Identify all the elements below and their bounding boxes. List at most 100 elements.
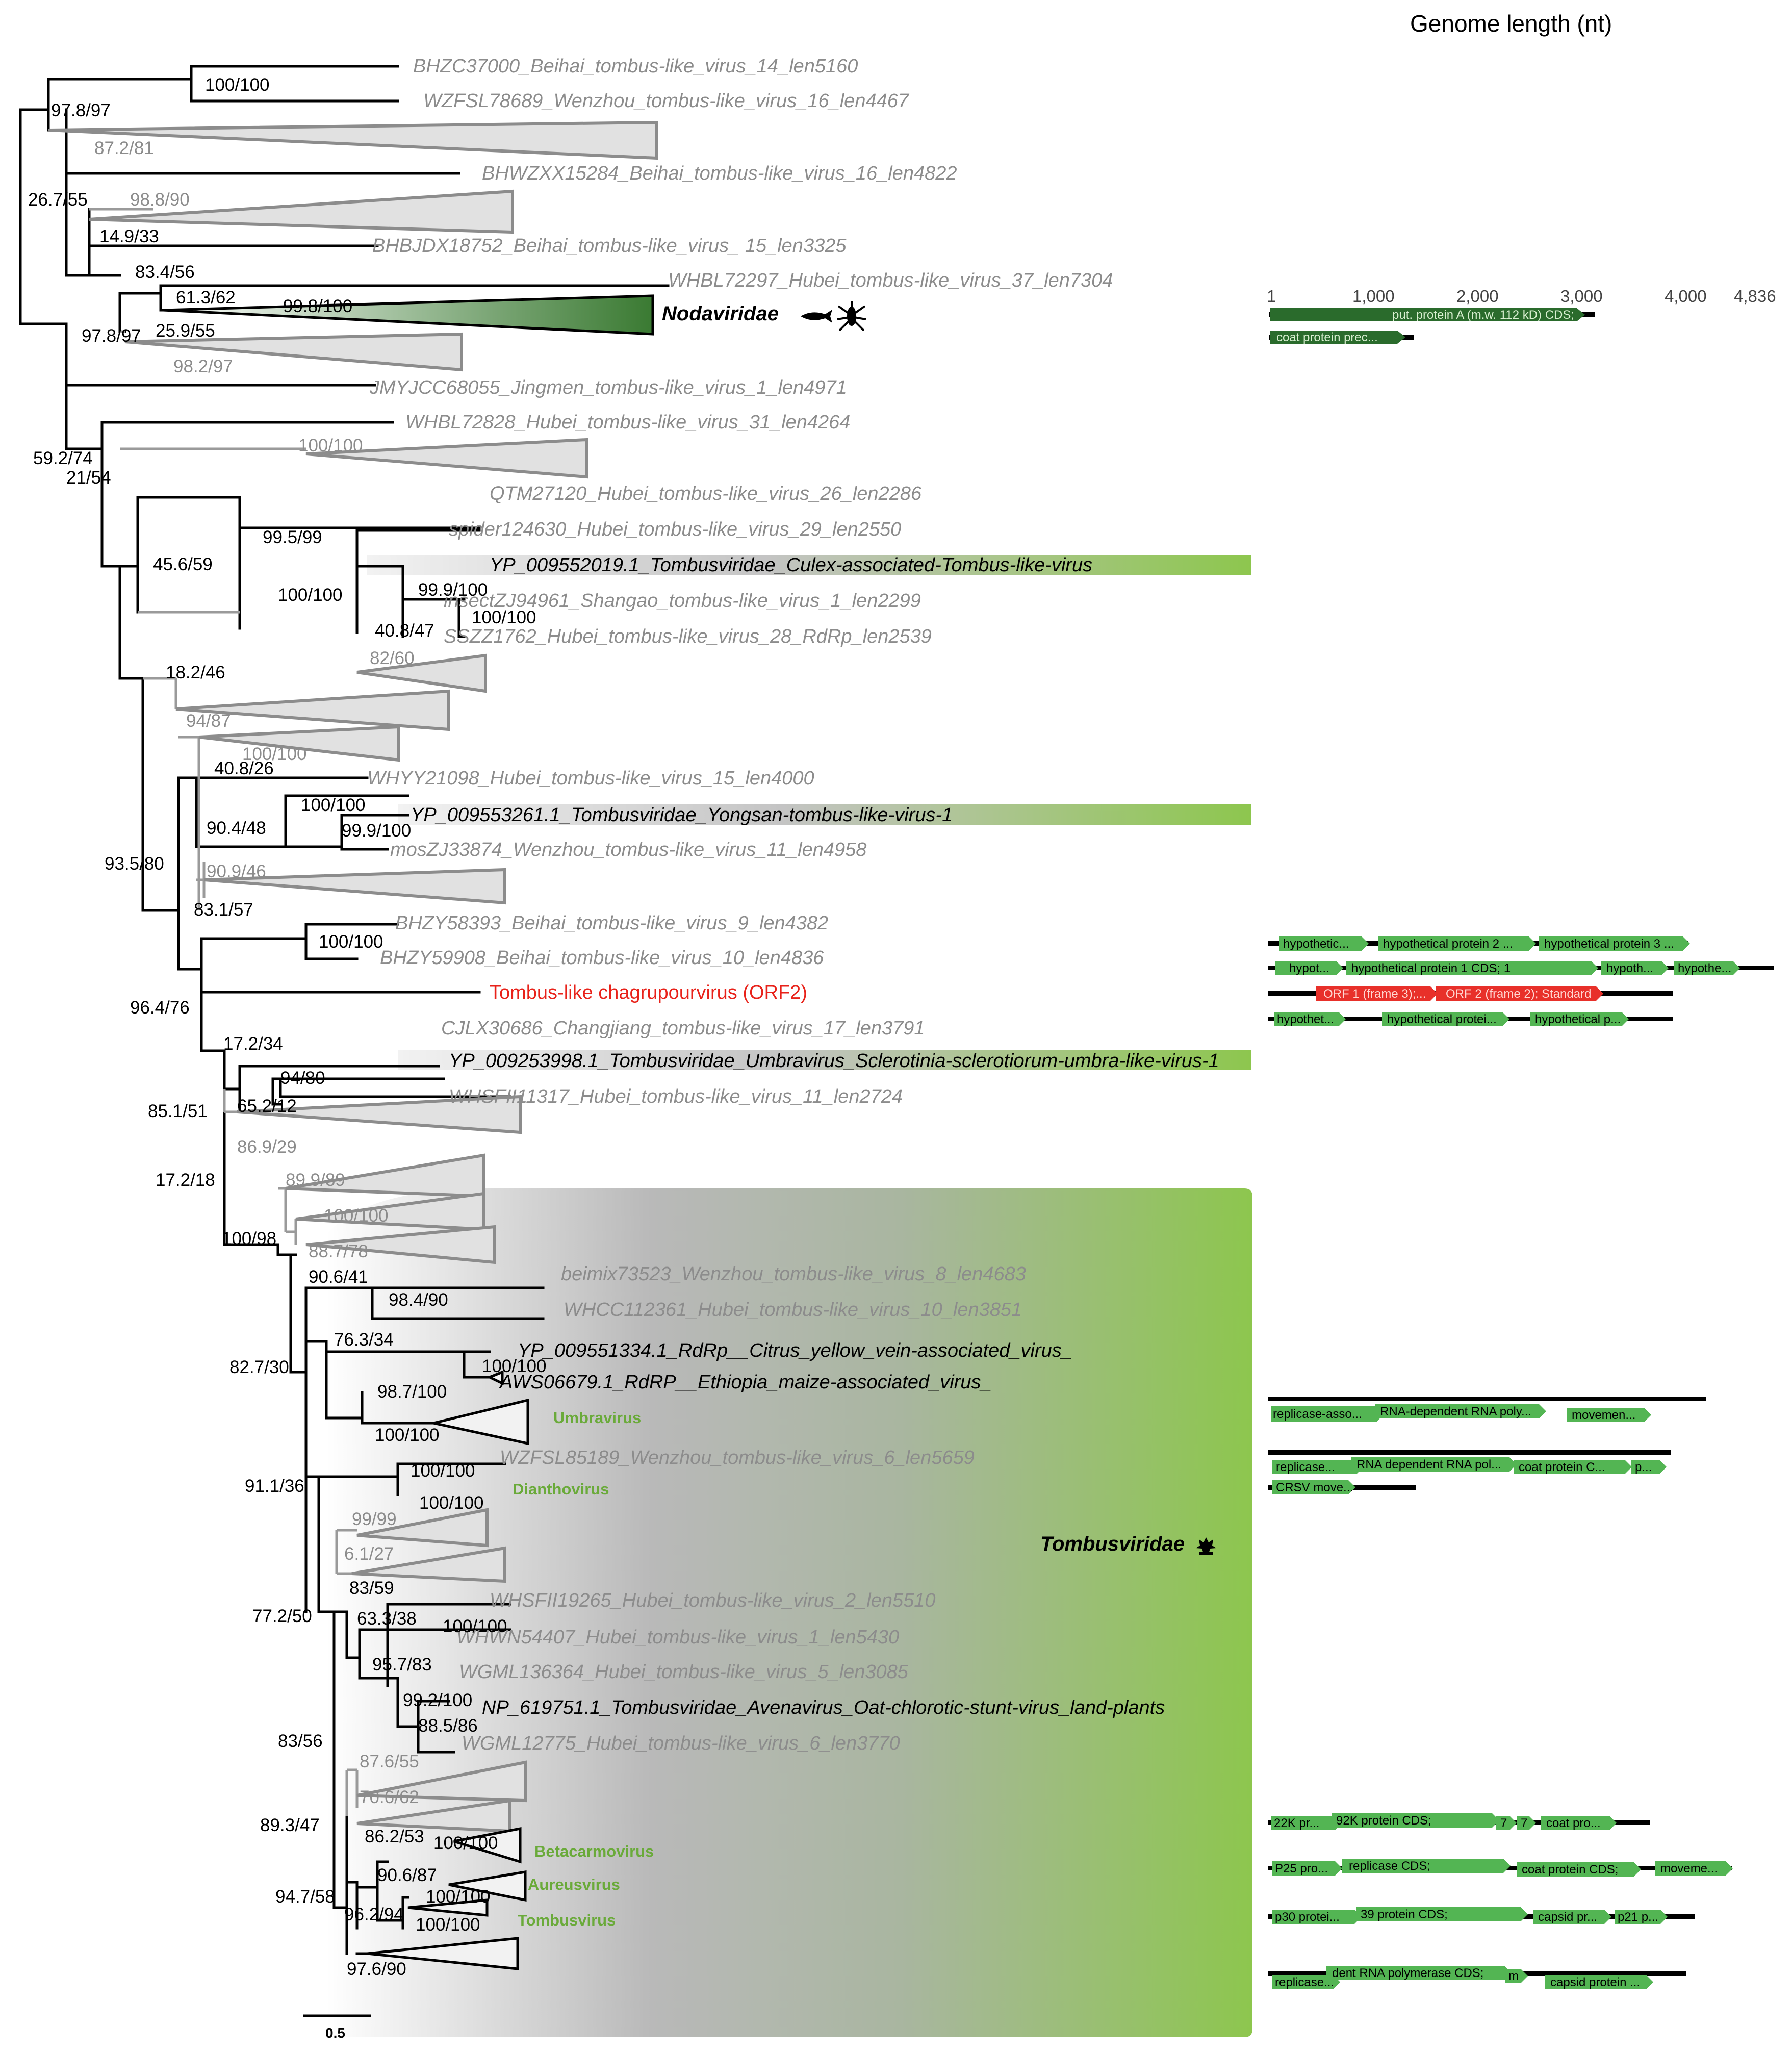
taxon-label: YP_009552019.1_Tombusviridae_Culex-assoc… — [490, 554, 1092, 576]
orf-label: coat protein C... — [1519, 1460, 1605, 1474]
orf-arrow — [1631, 1460, 1667, 1474]
orf-label: capsid pr... — [1538, 1910, 1597, 1924]
axis-tick: 1 — [1267, 287, 1276, 306]
orf-label: hypothetical p... — [1535, 1012, 1621, 1026]
orf-arrow — [1655, 1861, 1733, 1876]
tree-branches — [19, 65, 670, 1955]
orf-arrow — [1272, 1460, 1364, 1474]
taxon-label: YP_009253998.1_Tombusviridae_Umbravirus_… — [449, 1050, 1219, 1072]
tombusviridae-shading — [326, 1188, 1252, 2037]
axis-tick: 1,000 — [1352, 287, 1395, 306]
taxon-label: mosZJ33874_Wenzhou_tombus-like_virus_11_… — [390, 839, 866, 860]
support-value: 99.9/100 — [342, 821, 411, 841]
orf-label: p21 p... — [1618, 1910, 1658, 1924]
support-value: 90.6/41 — [309, 1267, 368, 1287]
taxon-label: WHBL72297_Hubei_tombus-like_virus_37_len… — [668, 270, 1113, 291]
orf-label: 39 protein CDS; — [1361, 1908, 1448, 1921]
support-value: 99.2/100 — [403, 1690, 472, 1710]
taxon-label: WHYY21098_Hubei_tombus-like_virus_15_len… — [367, 768, 814, 789]
taxon-label: BHZY59908_Beihai_tombus-like_virus_10_le… — [380, 947, 824, 969]
genome-map: hypothet... hypothetical protei... hypot… — [1268, 1012, 1673, 1026]
support-value: 100/100 — [301, 795, 366, 815]
genome-map-dianthovirus: replicase... RNA dependent RNA pol... co… — [1268, 1450, 1671, 1494]
genome-line — [1268, 1397, 1706, 1401]
orf-label: 92K protein CDS; — [1336, 1814, 1431, 1828]
orf-arrow — [1272, 1480, 1355, 1494]
support-value: 100/100 — [433, 1833, 498, 1853]
orf-label: hypot... — [1289, 961, 1329, 975]
support-value: 17.2/18 — [156, 1170, 215, 1190]
fish-icon — [801, 310, 832, 323]
orf-label: replicase-asso... — [1273, 1407, 1362, 1421]
orf-label: put. protein A (m.w. 112 kD) CDS; — [1392, 308, 1574, 322]
taxon-label: AWS06679.1_RdRP__Ethiopia_maize-associat… — [499, 1372, 992, 1393]
orf-arrow — [1533, 1910, 1611, 1924]
orf-label: coat protein CDS; — [1522, 1863, 1618, 1877]
support-value: 76.3/34 — [334, 1330, 394, 1350]
highlight-bar-culex — [367, 555, 1251, 575]
support-value: 98.4/90 — [389, 1290, 448, 1310]
support-value: 87.2/81 — [94, 138, 154, 158]
orf-arrow — [1272, 1861, 1342, 1876]
genome-map: ORF 1 (frame 3);... ORF 2 (frame 2); Sta… — [1268, 986, 1673, 1001]
support-value: 25.9/55 — [156, 321, 215, 341]
orf-label: m — [1508, 1969, 1519, 1983]
support-value: 77.2/50 — [252, 1606, 312, 1626]
orf-arrow — [1356, 1907, 1528, 1921]
taxon-label: JMYJCC68055_Jingmen_tombus-like_virus_1_… — [369, 377, 847, 398]
support-value: 97.8/97 — [51, 100, 111, 120]
taxon-label: CJLX30686_Changjiang_tombus-like_virus_1… — [441, 1018, 925, 1039]
orf-arrow — [1274, 1012, 1346, 1026]
orf-label: hypothet... — [1277, 1012, 1334, 1026]
taxon-label: WGML12775_Hubei_tombus-like_virus_6_len3… — [462, 1733, 900, 1754]
axis-tick: 3,000 — [1560, 287, 1603, 306]
orf-arrow — [1272, 1975, 1340, 1989]
orf-label: coat protein prec... — [1276, 331, 1378, 344]
orf-arrow — [1615, 1910, 1668, 1924]
genus-labels: Umbravirus Dianthovirus Betacarmovirus A… — [513, 1409, 654, 1929]
orf-label: ORF 2 (frame 2); Standard — [1446, 987, 1591, 1001]
orf-arrow — [1346, 961, 1598, 975]
orf-arrow — [1332, 1813, 1499, 1828]
support-value: 6.1/27 — [344, 1544, 394, 1564]
orf-arrow — [1271, 1406, 1384, 1422]
genome-length-title: Genome length (nt) — [1410, 10, 1612, 37]
support-value: 40.8/47 — [375, 621, 434, 641]
support-value: 70.6/62 — [360, 1787, 419, 1807]
support-value: 100/100 — [205, 75, 270, 95]
support-value: 99.9/100 — [418, 580, 488, 600]
support-value: 88.5/86 — [418, 1716, 478, 1736]
orf-arrow — [1496, 1816, 1517, 1830]
orf-label: coat pro... — [1546, 1816, 1601, 1830]
orf-arrow — [1270, 331, 1405, 344]
orf-label: ORF 1 (frame 3);... — [1323, 987, 1426, 1001]
taxon-label: insectZJ94961_Shangao_tombus-like_virus_… — [444, 590, 921, 612]
taxon-label: spider124630_Hubei_tombus-like_virus_29_… — [449, 519, 901, 540]
support-value: 90.9/46 — [207, 862, 266, 881]
support-value: 93.5/80 — [105, 854, 164, 874]
genome-map-aureusvirus: P25 pro... replicase CDS; coat protein C… — [1268, 1859, 1733, 1877]
orf-label: P25 pro... — [1275, 1862, 1328, 1876]
taxon-label: QTM27120_Hubei_tombus-like_virus_26_len2… — [490, 483, 922, 504]
orf-label: hypothetic... — [1283, 937, 1349, 951]
support-value: 100/100 — [278, 585, 343, 605]
genus-label: Betacarmovirus — [534, 1842, 654, 1860]
support-value: 97.6/90 — [347, 1959, 406, 1979]
support-value: 97.8/97 — [82, 326, 141, 346]
orf-arrow — [1539, 936, 1690, 951]
support-value: 100/100 — [443, 1616, 507, 1636]
orf-label: replicase CDS; — [1349, 1859, 1430, 1873]
orf-arrow — [1514, 1460, 1632, 1474]
taxon-label: WZFSL78689_Wenzhou_tombus-like_virus_16_… — [423, 90, 910, 112]
orf-label: replicase... — [1276, 1460, 1335, 1474]
taxon-label: BHBJDX18752_Beihai_tombus-like_virus_ 15… — [372, 235, 847, 257]
support-value: 63.3/38 — [357, 1609, 417, 1629]
orf-arrow — [1601, 961, 1669, 975]
support-value: 85.1/51 — [148, 1101, 208, 1121]
taxon-label: SSZZ1762_Hubei_tombus-like_virus_28_RdRp… — [444, 626, 932, 647]
support-value: 82/60 — [370, 648, 415, 668]
genome-map: hypothetic... hypothetical protein 2 ...… — [1268, 936, 1690, 951]
orf-arrow — [1316, 986, 1438, 1001]
genus-label: Dianthovirus — [513, 1480, 609, 1498]
axis-tick: 4,836 — [1734, 287, 1776, 306]
